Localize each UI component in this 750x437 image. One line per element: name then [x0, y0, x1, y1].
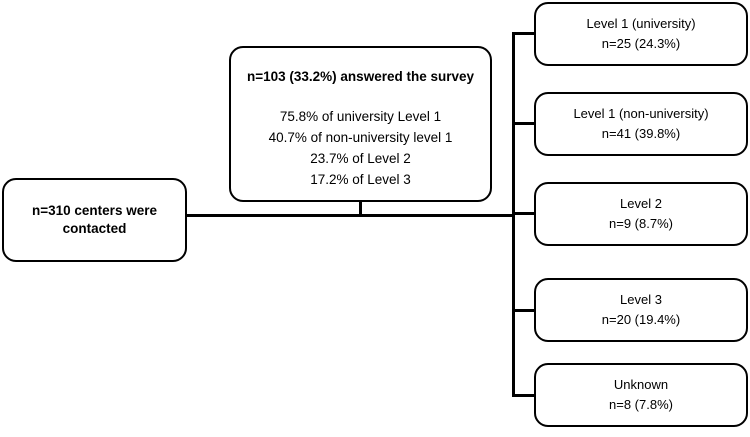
connector-stub-outcome-5: [512, 394, 536, 397]
node-outcome-unknown: Unknown n=8 (7.8%): [534, 363, 748, 427]
node-outcome-level2-count: n=9 (8.7%): [609, 216, 673, 231]
node-survey-detail-2: 40.7% of non-university level 1: [268, 130, 453, 145]
node-survey-responses: n=103 (33.2%) answered the survey 75.8% …: [229, 46, 492, 202]
connector-outcome-spine: [512, 33, 515, 396]
node-outcome-level1-university-count: n=25 (24.3%): [601, 36, 681, 51]
node-survey-detail-1: 75.8% of university Level 1: [279, 109, 442, 124]
node-outcome-level2-label: Level 2: [620, 196, 662, 211]
node-survey-headline: n=103 (33.2%) answered the survey: [247, 69, 474, 84]
connector-stub-outcome-1: [512, 32, 536, 35]
node-centers-contacted-line-1: n=310 centers were: [32, 203, 157, 218]
node-survey-detail-list: 75.8% of university Level 1 40.7% of non…: [269, 106, 453, 190]
node-outcome-level3-count: n=20 (19.4%): [601, 312, 681, 327]
connector-stub-outcome-3: [512, 212, 536, 215]
node-outcome-level1-non-university-count: n=41 (39.8%): [601, 126, 681, 141]
node-outcome-level1-non-university: Level 1 (non-university) n=41 (39.8%): [534, 92, 748, 156]
connector-survey-dropline: [359, 200, 362, 216]
node-centers-contacted: n=310 centers were contacted: [2, 178, 187, 262]
node-outcome-level3-label: Level 3: [620, 292, 662, 307]
connector-stub-outcome-4: [512, 309, 536, 312]
node-outcome-level1-non-university-label: Level 1 (non-university): [573, 106, 709, 121]
connector-stub-outcome-2: [512, 122, 536, 125]
node-survey-detail-4: 17.2% of Level 3: [310, 172, 411, 187]
node-survey-detail-3: 23.7% of Level 2: [310, 151, 411, 166]
node-outcome-level2: Level 2 n=9 (8.7%): [534, 182, 748, 246]
node-outcome-unknown-count: n=8 (7.8%): [609, 397, 673, 412]
connector-trunk-horizontal: [187, 214, 515, 217]
node-centers-contacted-line-2: contacted: [62, 221, 127, 236]
node-outcome-unknown-label: Unknown: [613, 377, 669, 392]
node-outcome-level3: Level 3 n=20 (19.4%): [534, 278, 748, 342]
node-outcome-level1-university: Level 1 (university) n=25 (24.3%): [534, 2, 748, 66]
node-outcome-level1-university-label: Level 1 (university): [586, 16, 696, 31]
